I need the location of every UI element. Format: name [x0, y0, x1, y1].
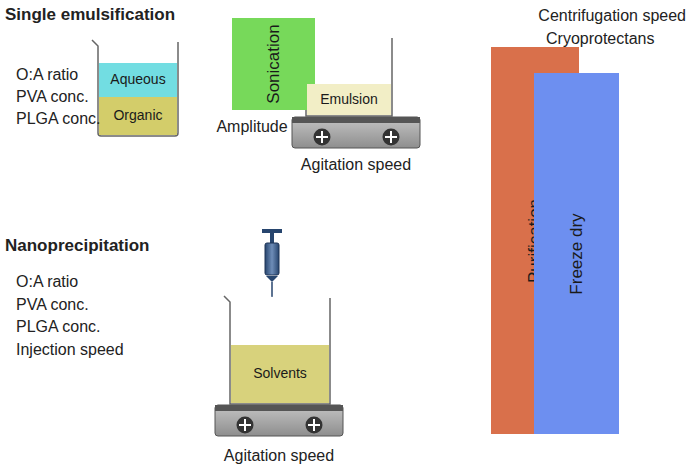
node-text: Solvents [253, 366, 307, 381]
emulsion-layer: Emulsion [307, 84, 391, 115]
organic-layer: Organic [99, 97, 177, 135]
process-bar: Freeze dry [534, 73, 619, 434]
stir-plate [215, 405, 343, 436]
parameter-label: PLGA conc. [16, 110, 101, 128]
node-text: Sonication [264, 24, 283, 103]
node-text: Aqueous [110, 72, 165, 87]
stir-plate [292, 117, 420, 148]
parameter-label: O:A ratio [16, 66, 78, 84]
node-text: Organic [113, 108, 162, 123]
beaker [92, 40, 178, 136]
parameter-label: Agitation speed [224, 447, 334, 465]
parameter-label: Agitation speed [301, 156, 411, 174]
parameter-label: PVA conc. [16, 296, 89, 314]
section-heading: Single emulsification [5, 5, 175, 25]
parameter-label: Centrifugation speed [538, 7, 686, 25]
parameter-label: Injection speed [16, 341, 124, 359]
solvent-layer: Solvents [231, 345, 329, 403]
parameter-label: O:A ratio [16, 273, 78, 291]
parameter-label: Cryoprotectans [546, 30, 655, 48]
node-text: Emulsion [320, 92, 378, 107]
process-bar: Sonication [232, 18, 315, 110]
node-text: Freeze dry [567, 213, 586, 294]
parameter-label: Amplitude [216, 118, 287, 136]
section-heading: Nanoprecipitation [5, 236, 150, 256]
aqueous-layer: Aqueous [99, 63, 177, 97]
parameter-label: PLGA conc. [16, 318, 101, 336]
parameter-label: PVA conc. [16, 88, 89, 106]
beaker [224, 296, 330, 404]
